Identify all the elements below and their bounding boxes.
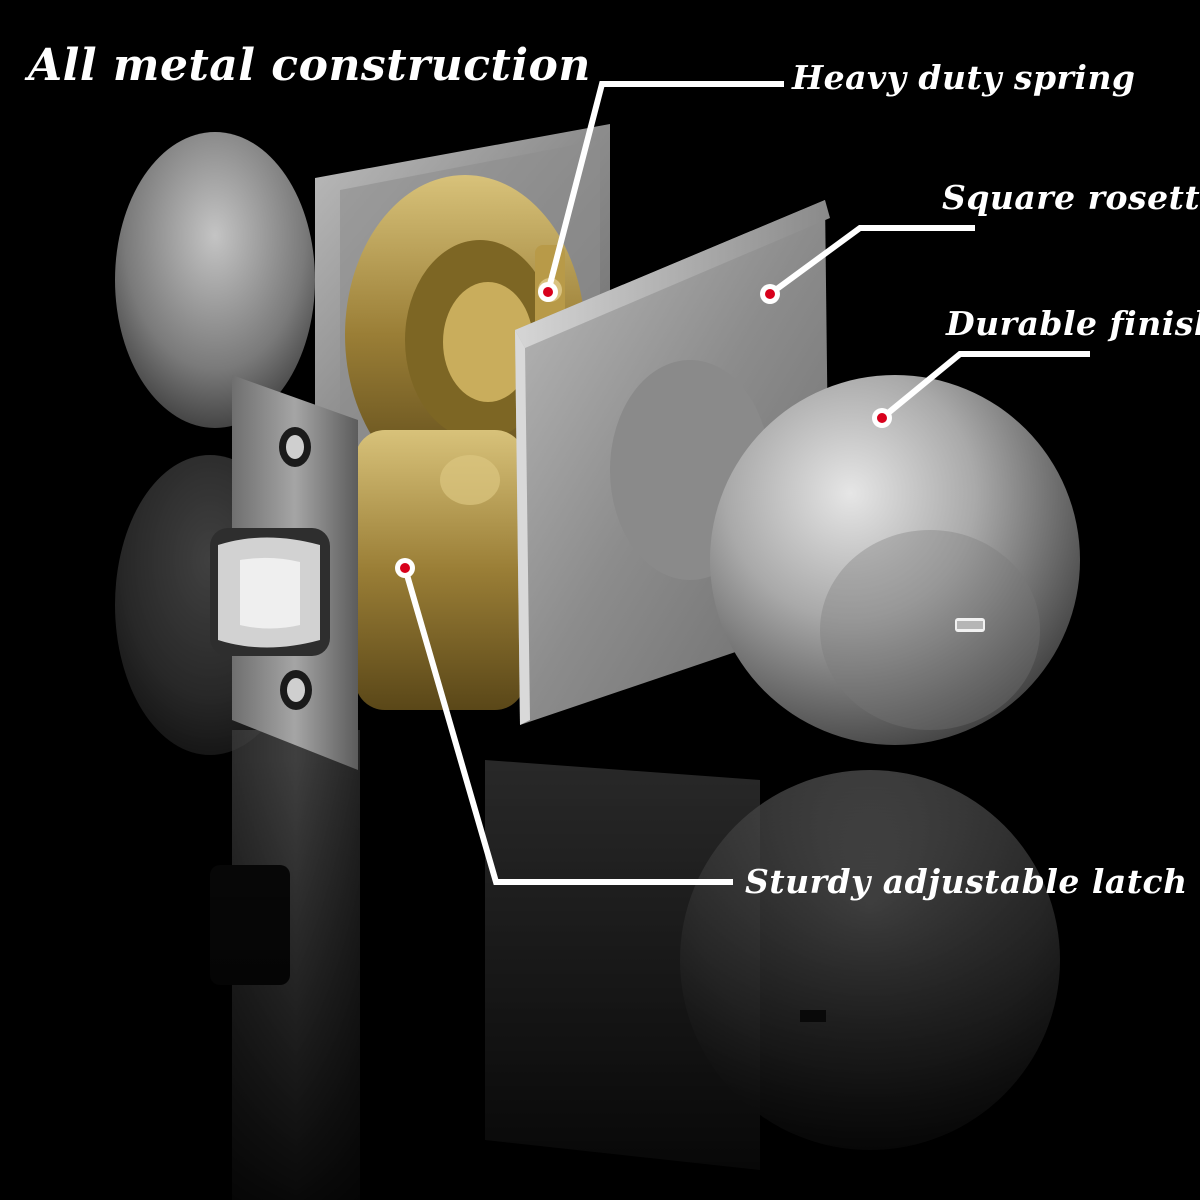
front-knob <box>710 375 1080 745</box>
callout-markers <box>395 282 892 578</box>
callout-latch-label: Sturdy adjustable latch <box>745 862 1188 901</box>
callout-line-latch <box>402 567 733 885</box>
back-knob <box>115 132 315 428</box>
callout-line-spring <box>545 81 784 293</box>
latch-face-plate <box>210 375 358 770</box>
headline: All metal construction <box>28 40 591 91</box>
callout-spring-label: Heavy duty spring <box>792 58 1136 97</box>
latch-tube <box>355 430 525 710</box>
callout-rosette-label: Square rosette <box>942 178 1200 217</box>
callout-finish-label: Durable finish <box>946 304 1200 343</box>
callout-lines <box>402 81 1090 885</box>
callout-line-finish <box>880 351 1090 421</box>
callout-line-rosette <box>768 225 975 297</box>
reflection <box>0 455 1200 1200</box>
